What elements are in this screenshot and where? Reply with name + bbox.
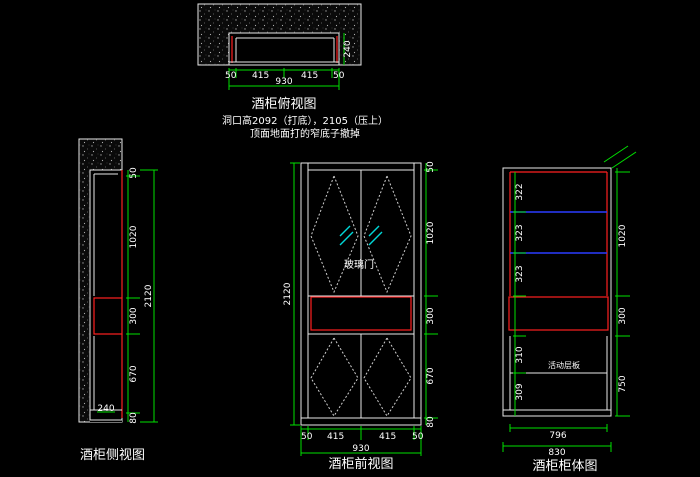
front-dim-lower: 670 [426,367,436,384]
top-dim-total: 930 [275,77,292,87]
front-cabinet-outline [300,162,422,426]
front-view-title: 酒柜前视图 [328,456,393,472]
front-view: 玻璃门 50 1020 300 670 80 2120 50 415 415 [283,161,438,472]
body-dim-s2: 323 [515,224,525,241]
side-dim-upper: 1020 [129,225,139,248]
body-dim-mid: 300 [618,307,628,324]
front-dim-mid: 300 [426,307,436,324]
front-dim-top: 50 [426,161,436,173]
top-view: 240 50 415 415 50 930 酒柜俯视图 洞口高2092（打底），… [197,3,388,140]
body-dim-l2: 309 [515,383,525,400]
top-depth-dim: 240 [343,40,353,57]
side-dim-top: 50 [129,167,139,179]
body-dim-upper: 1020 [618,224,628,247]
top-dim-415-left: 415 [252,71,269,81]
front-dim-415-left: 415 [327,432,344,442]
front-dim-total: 2120 [283,282,293,305]
body-cabinet-outline [502,167,612,417]
top-dim-50-left: 50 [225,71,237,81]
front-dim-50-right: 50 [412,432,424,442]
body-dim-lower: 750 [618,375,628,392]
front-dim-width: 930 [352,444,369,454]
body-dim-width: 830 [548,448,565,458]
body-dim-s3: 323 [515,265,525,282]
side-depth-dim: 240 [97,404,114,414]
side-view-title: 酒柜侧视图 [80,448,145,463]
side-dim-mid: 300 [129,307,139,324]
glass-door-label: 玻璃门 [344,258,374,271]
body-middle-opening [508,296,609,331]
top-dim-50-right: 50 [333,71,345,81]
top-view-title: 酒柜俯视图 [251,96,316,112]
front-dim-50-left: 50 [301,432,313,442]
top-dim-415-right: 415 [301,71,318,81]
side-view: 240 50 1020 300 670 80 2120 酒柜侧视图 [78,138,158,463]
front-dim-415-right: 415 [379,432,396,442]
front-dim-base: 80 [426,416,436,428]
body-dim-l1: 310 [515,346,525,363]
front-middle-opening [310,296,412,331]
adjustable-shelf-label: 活动层板 [548,360,580,370]
body-dim-s1: 322 [515,183,525,200]
front-dim-upper: 1020 [426,221,436,244]
top-view-note-2: 顶面地面打的窄底子撤掉 [250,127,360,140]
body-dim-inner: 796 [549,431,566,441]
body-view: 活动层板 322 323 323 310 309 1020 300 750 79… [502,145,637,474]
top-view-note-1: 洞口高2092（打底），2105（压上） [222,114,388,127]
body-view-title: 酒柜柜体图 [532,459,597,474]
side-dim-total: 2120 [144,284,154,307]
side-dim-lower: 670 [129,365,139,382]
side-dim-base: 80 [129,412,139,424]
